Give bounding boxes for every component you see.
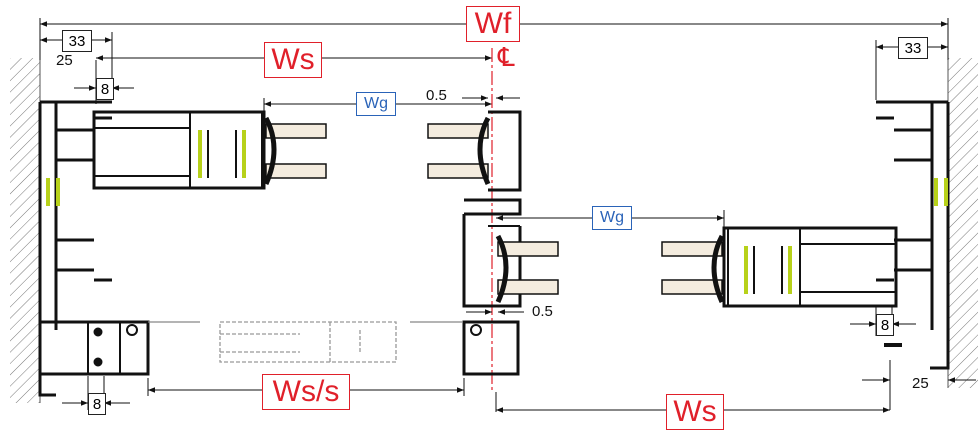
wf-label: Wf	[466, 6, 520, 42]
dim-33-left-label: 33	[62, 30, 92, 52]
ws-s-label: Ws/s	[262, 374, 350, 410]
left-sash-profile	[92, 110, 266, 190]
center-right-glass-panel	[495, 234, 559, 304]
dashed-ghost-sash	[148, 321, 462, 363]
right-glass-panel	[661, 234, 725, 304]
dim-8-bottom-left-label: 8	[88, 393, 106, 415]
right-sash-profile	[722, 226, 898, 308]
right-wall	[947, 58, 978, 388]
wg-top-label: Wg	[356, 92, 396, 116]
right-outer-frame	[876, 100, 950, 370]
dim-8-right-label: 8	[876, 314, 894, 336]
dim-05-bottom-label: 0.5	[532, 303, 553, 320]
ws-top-label: Ws	[264, 42, 322, 78]
dim-25-left-label: 25	[56, 52, 73, 69]
center-left-glass-panel	[427, 116, 491, 186]
centerline-symbol: ℄	[498, 42, 515, 72]
ws-bottom-label: Ws	[666, 394, 724, 430]
dim-25-right-label: 25	[912, 375, 929, 392]
left-outer-frame	[38, 100, 150, 397]
dim-05-top-label: 0.5	[426, 87, 447, 104]
left-wall	[10, 58, 41, 403]
left-glass-panel	[263, 116, 327, 186]
dim-25-right-line	[862, 360, 976, 410]
wg-mid-label: Wg	[592, 206, 632, 230]
dim-33-right-label: 33	[898, 37, 928, 59]
center-interlock-profile	[462, 110, 522, 376]
dim-8-top-left-label: 8	[96, 78, 114, 100]
